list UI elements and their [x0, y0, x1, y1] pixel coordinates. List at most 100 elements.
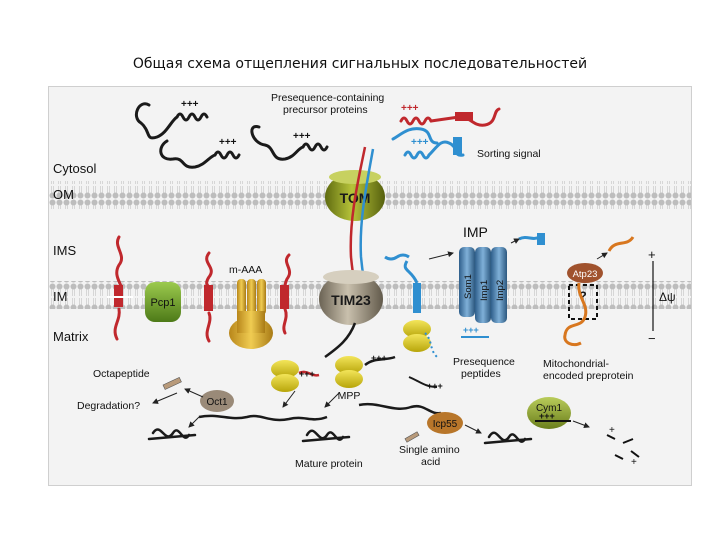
compartment-label-ims: IMS	[53, 243, 76, 258]
precursor-protein-black-3	[250, 125, 329, 161]
tim23-top	[323, 270, 379, 284]
compartment-label-cytosol: Cytosol	[53, 161, 96, 176]
mature-domain-block	[455, 112, 473, 121]
mpp-subunit	[335, 370, 363, 388]
charge-label: +++	[293, 131, 311, 142]
tim23-label: TIM23	[331, 292, 371, 308]
octapeptide-label: Octapeptide	[93, 368, 150, 380]
mature-protein-label: Mature protein	[295, 458, 363, 470]
membrane-potential-indicator: + − Δψ	[648, 247, 676, 346]
m-aaa-subunit	[237, 279, 246, 315]
precursor-protein-blue	[391, 127, 465, 160]
blue-precursor-im-loop	[403, 260, 419, 284]
charge-label: +++	[371, 353, 387, 363]
atp23-body	[567, 263, 603, 283]
label-line: Presequence	[453, 356, 515, 368]
mpp-subunit	[403, 320, 431, 338]
unknown-protease-box	[568, 284, 598, 320]
arrow-orange-release	[596, 252, 608, 260]
arrow-blue-release	[510, 238, 520, 244]
precursor-protein-red	[399, 107, 501, 127]
charge-label: +++	[401, 103, 419, 114]
cym1-label: Cym1	[536, 403, 563, 414]
m-aaa-subunit	[247, 279, 256, 315]
transmembrane-segment	[280, 285, 289, 309]
degradation-label: Degradation?	[77, 400, 140, 412]
label-line: Presequence-containing	[271, 92, 384, 104]
blue-sorting-signal-in-membrane	[413, 283, 421, 313]
label-line: peptides	[461, 368, 501, 380]
icp55-peptidase: Icp55	[427, 412, 463, 434]
mature-protein-fold-left	[147, 428, 197, 441]
sorting-signal-label: Sorting signal	[477, 148, 541, 160]
pcp1-label: Pcp1	[150, 297, 175, 309]
orange-preprotein	[563, 282, 588, 347]
blue-mature-protein-ims	[518, 235, 540, 241]
ims-red-protein-2	[204, 251, 213, 343]
imp1-subunit	[475, 247, 491, 323]
precursor-protein-black-1	[135, 102, 209, 140]
mitochondrial-presequence-processing-diagram: Cytosol OM IMS IM Matrix +++ +++ +++ Pre…	[48, 86, 692, 486]
arrow-mpp-down	[324, 392, 340, 408]
oct1-body	[200, 390, 234, 412]
intermediate-chain	[198, 414, 328, 422]
octapeptide-fragment	[162, 376, 182, 390]
m-aaa-stem	[237, 311, 265, 333]
minus-sign: −	[648, 331, 656, 346]
label-line: encoded preprotein	[543, 370, 634, 382]
single-amino-acid-fragment	[404, 431, 420, 443]
mpp-subunit	[335, 356, 363, 374]
som1-label: Som1	[463, 274, 474, 299]
tim23-body	[319, 273, 383, 325]
oct1-label: Oct1	[206, 397, 228, 408]
matrix-polypeptide-presequence	[364, 355, 396, 367]
icp55-label: Icp55	[433, 419, 458, 430]
som1-subunit	[459, 247, 475, 317]
mpp-subunit	[271, 374, 299, 392]
single-amino-acid-label: Single amino acid	[399, 444, 463, 468]
imp2-subunit	[491, 247, 507, 323]
fragment	[622, 438, 634, 444]
compartment-label-om: OM	[53, 187, 74, 202]
fragment	[630, 450, 640, 458]
charge-label: +++	[463, 325, 479, 335]
m-aaa-label: m-AAA	[229, 264, 262, 276]
mito-encoded-label: Mitochondrial- encoded preprotein	[543, 358, 634, 382]
peptide-fragments	[606, 434, 640, 460]
compartment-label-im: IM	[53, 289, 67, 304]
fragment	[606, 434, 616, 440]
presequence-peptides-label: Presequence peptides	[453, 356, 518, 380]
mpp-subunit	[271, 360, 299, 378]
mature-protein-fold-center	[301, 429, 351, 443]
transmembrane-segment	[204, 285, 213, 311]
arrow-cym1-out	[572, 420, 590, 429]
matrix-polypeptide-red	[298, 370, 320, 377]
pcp1-protease: Pcp1	[145, 282, 181, 322]
charge-label: +++	[411, 137, 429, 148]
label-line: Single amino	[399, 444, 460, 456]
unknown-protease-label: ?	[579, 289, 586, 303]
arrow-icp55-out	[464, 424, 482, 434]
mpp-subunit	[403, 334, 431, 352]
m-aaa-subunit	[257, 279, 266, 315]
orange-mature-ims	[607, 236, 635, 252]
charge-label: +++	[539, 411, 555, 421]
m-aaa-protease: m-AAA	[229, 264, 273, 349]
plus-sign: +	[648, 247, 656, 262]
matrix-polypeptide	[324, 322, 357, 359]
charge-label: +++	[181, 99, 199, 110]
charge-label: +++	[427, 381, 443, 391]
imp1-label: Imp1	[479, 280, 490, 301]
fragment	[614, 454, 624, 460]
precursor-protein-black-2	[159, 139, 241, 169]
compartment-label-matrix: Matrix	[53, 329, 89, 344]
tim23-complex: TIM23	[319, 270, 383, 325]
ims-red-protein-1	[113, 235, 124, 341]
icp55-body	[427, 412, 463, 434]
blue-precursor-im	[384, 253, 410, 261]
atp23-protease: Atp23	[567, 263, 603, 283]
label-line: acid	[421, 456, 440, 468]
arrow-to-imp	[428, 251, 454, 260]
arrow-to-octapeptide	[184, 388, 204, 398]
mpp-peptidase-under-tim23	[403, 320, 431, 352]
